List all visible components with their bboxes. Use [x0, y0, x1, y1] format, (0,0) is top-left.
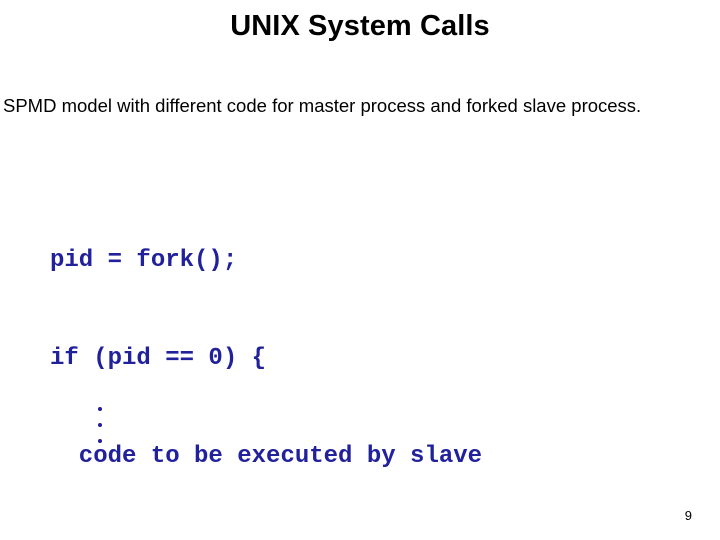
body-paragraph: SPMD model with different code for maste… — [3, 95, 642, 116]
page-number: 9 — [684, 508, 692, 523]
code-block: pid = fork(); if (pid == 0) { code to be… — [50, 180, 568, 540]
vertical-ellipsis-icon — [98, 407, 108, 455]
ellipsis-dot — [98, 439, 102, 443]
code-line: pid = fork(); — [50, 247, 238, 275]
ellipsis-dot — [98, 407, 102, 411]
page-title: UNIX System Calls — [230, 10, 490, 42]
code-line: code to be executed by slave — [50, 442, 483, 470]
ellipsis-dot — [98, 423, 102, 427]
code-line: if (pid == 0) { — [50, 344, 267, 372]
